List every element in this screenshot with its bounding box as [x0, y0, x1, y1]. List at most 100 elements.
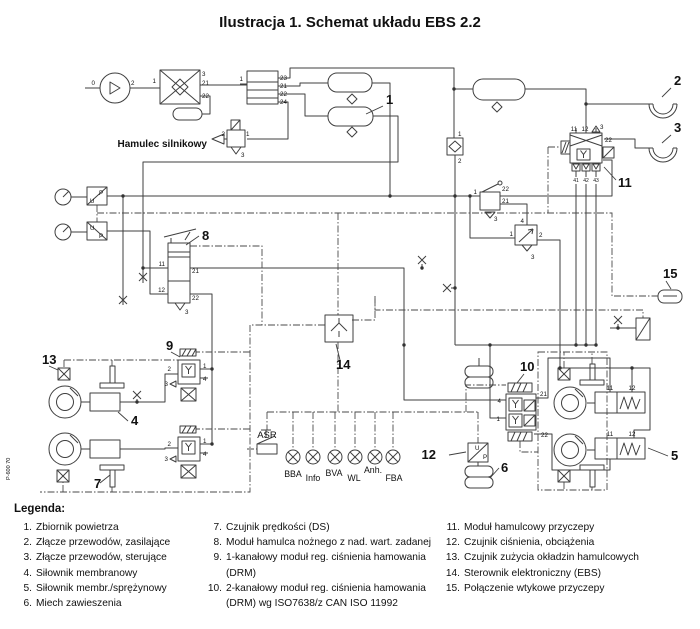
diagram-label: 12 [629, 385, 636, 392]
diagram-label: 10 [520, 359, 534, 374]
legend-item-text: 2-kanałowy moduł reg. ciśnienia hamowani… [226, 582, 426, 610]
diagram-label: U [475, 445, 479, 452]
diagram-label: 11 [618, 175, 632, 190]
asr-switch [256, 429, 278, 455]
components [48, 69, 683, 489]
diagram-label: 21 [502, 198, 509, 205]
diagram-label: 23 [280, 75, 287, 82]
wheel [48, 385, 587, 467]
pressure-control-module-2ch [505, 382, 537, 442]
four-circuit-protection-valve [246, 70, 279, 105]
trailer-release-valve [635, 317, 651, 341]
diagram-label: Info [306, 473, 321, 483]
legend-item: 3.Złącze przewodów, sterujące [14, 550, 170, 565]
diagram-label: 11 [607, 385, 614, 392]
pressure-voltage-converter [86, 186, 108, 241]
diagram-label: 9 [166, 338, 173, 353]
legend-item: 10. 2-kanałowy moduł reg. ciśnienia hamow… [202, 581, 431, 611]
diagram-label: 12 [158, 287, 165, 294]
legend-item-number: 1. [23, 522, 33, 533]
legend-item: 8.Moduł hamulca nożnego z nad. wart. zad… [202, 535, 432, 550]
coupling-head-supply [648, 103, 678, 119]
junction-dots [121, 87, 634, 446]
legend-item-number: 10. [207, 582, 222, 594]
legend-item-text: Siłownik membranowy [36, 567, 138, 579]
diagram-label: 21 [202, 80, 209, 87]
legend-item-number: 6. [23, 598, 33, 610]
foot-brake-module [163, 228, 197, 311]
diagram-label: 22 [202, 93, 209, 100]
diagram-label: 22 [502, 186, 509, 193]
diagram-label: 1 [240, 76, 244, 83]
diagram-label: 1 [474, 189, 478, 196]
ecu [324, 314, 354, 343]
legend-item-number: 13. [445, 552, 460, 564]
diagram-label: U [90, 225, 94, 232]
diagram-label: 7 [94, 476, 101, 491]
diagram-label: 12 [582, 126, 589, 133]
legend-item-number: 5. [23, 582, 33, 594]
diagram-label: 11 [607, 431, 614, 438]
legend-item: 7.Czujnik prędkości (DS) [202, 520, 431, 535]
wear-sensor [56, 367, 571, 483]
legend-heading: Legenda: [14, 503, 66, 515]
diagram-label: 8 [202, 228, 209, 243]
diagram-label: FBA [385, 473, 402, 483]
diagram-label: 21 [192, 268, 199, 275]
diagram-label: 2 [539, 232, 543, 239]
diagram-label: 13 [42, 352, 56, 367]
test-point [118, 255, 623, 400]
legend-item: 11.Moduł hamulcowy przyczepy [436, 520, 639, 535]
compressor [99, 72, 131, 104]
diagram-label: 5 [671, 448, 678, 463]
legend-item-text: Zbiornik powietrza [36, 522, 119, 533]
legend-item-number: 11. [446, 522, 460, 533]
diagram-label: 22 [605, 137, 612, 144]
air-bellows [464, 365, 494, 489]
legend-item-text: Złącze przewodów, sterujące [36, 552, 167, 564]
diagram-label: 2 [458, 158, 462, 165]
diagram-label: Hamulec silnikowy [118, 139, 208, 150]
diagram-label: 2 [168, 441, 172, 448]
legend-item-text: Czujnik ciśnienia, obciążenia [464, 537, 595, 549]
electrical-lines [40, 146, 658, 493]
pointer-lines [48, 87, 672, 484]
diagram-label: 3 [674, 120, 681, 135]
diagram-label: 3 [494, 216, 498, 223]
diagram-label: 6 [501, 460, 508, 475]
diagram-label: 3 [165, 381, 169, 388]
diagram-label: U [90, 198, 94, 205]
diagram-title: Ilustracja 1. Schemat układu EBS 2.2 [219, 14, 481, 31]
diagram-label: 24 [280, 99, 287, 106]
diagram-label: 3 [202, 71, 206, 78]
legend-item: 6.Miech zawieszenia [14, 596, 170, 611]
diagram-label: 1 [246, 131, 250, 138]
legend-item-number: 2. [23, 537, 33, 549]
legend-item-text: Złącze przewodów, zasilające [36, 537, 171, 549]
diagram-label: 41 [573, 178, 579, 184]
trailer-plug [657, 289, 683, 304]
diagram-label: 43 [593, 178, 599, 184]
legend-item: 9.1-kanałowy moduł reg. ciśnienia hamowa… [202, 550, 431, 580]
diagram-label: 11 [159, 261, 166, 268]
diagram-label: 22 [192, 295, 199, 302]
diagram-label: 2 [168, 366, 172, 373]
legend-item-text: Miech zawieszenia [36, 598, 122, 610]
diagram-label: 1 [203, 438, 207, 445]
pressure-sensor [467, 442, 489, 463]
legend-item-number: 8. [213, 537, 223, 549]
air-dryer [159, 69, 201, 105]
legend-item: 15.Połączenie wtykowe przyczepy [436, 581, 639, 596]
diagram-label: 12 [629, 431, 636, 438]
diagram-label: 3 [165, 456, 169, 463]
air-tank [327, 72, 526, 138]
diagram-label: 21 [540, 391, 547, 398]
diagram-label: BBA [284, 469, 302, 479]
diagram-label: P-600 70 [6, 458, 12, 480]
diagram-label: 15 [663, 266, 677, 281]
diagram-label: 12 [422, 447, 436, 462]
